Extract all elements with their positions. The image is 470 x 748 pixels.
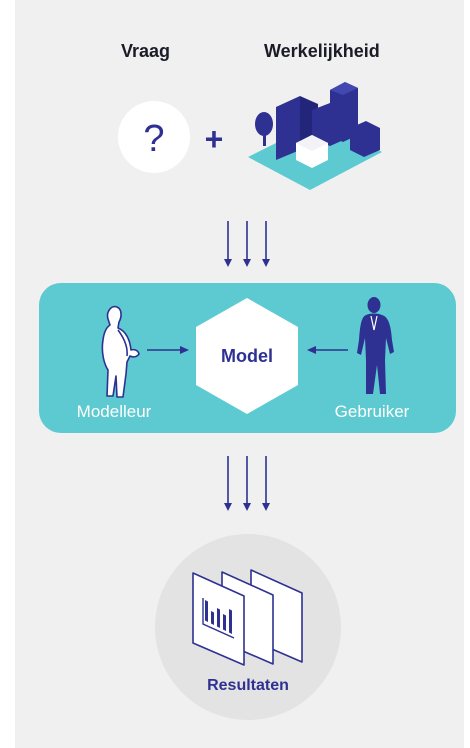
bar-chart-icon <box>202 598 235 639</box>
question-mark: ? <box>143 118 164 160</box>
user-label: Gebruiker <box>335 402 410 421</box>
arrow-modeller-to-model <box>147 346 189 354</box>
model-label: Model <box>221 346 273 366</box>
modeller-figure-icon <box>101 305 140 398</box>
arrow-user-to-model <box>307 346 348 354</box>
modeller-label: Modelleur <box>77 402 152 421</box>
results-label: Resultaten <box>207 677 289 694</box>
city-icon <box>248 82 382 190</box>
arrows-down-bottom <box>224 456 270 511</box>
user-figure-icon <box>357 297 394 394</box>
arrows-down-top <box>224 221 270 267</box>
plus-sign: + <box>205 121 224 157</box>
question-circle-icon: ? <box>118 101 190 173</box>
reality-label: Werkelijkheid <box>264 41 380 61</box>
question-label: Vraag <box>121 41 171 61</box>
model-hexagon <box>196 298 298 414</box>
